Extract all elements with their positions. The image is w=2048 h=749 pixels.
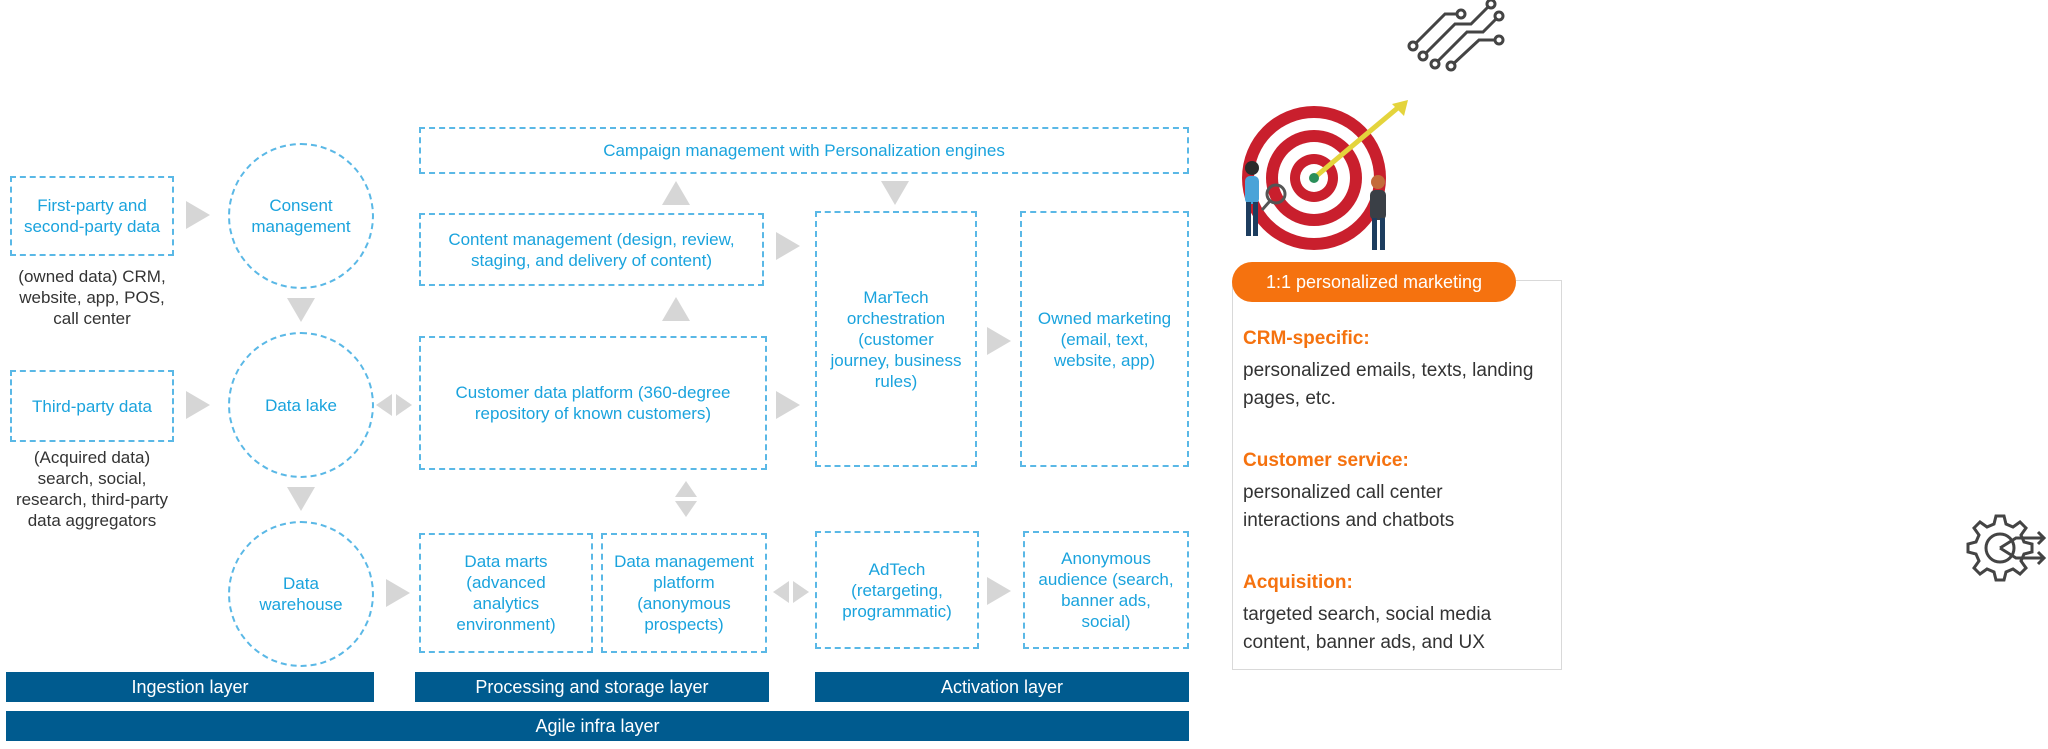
data-management-platform-box: Data management platform (anonymous pros…	[601, 533, 767, 653]
first-party-data-box: First-party and second-party data	[10, 176, 174, 256]
target-illustration	[1242, 100, 1408, 250]
ingestion-layer-bar: Ingestion layer	[6, 672, 374, 702]
adtech-box: AdTech (retargeting, programmatic)	[815, 531, 979, 649]
data-marts-box: Data marts (advanced analytics environme…	[419, 533, 593, 653]
owned-marketing-box: Owned marketing (email, text, website, a…	[1020, 211, 1189, 467]
arrow-cdp-to-content	[662, 297, 690, 321]
agile-infra-layer-bar: Agile infra layer	[6, 711, 1189, 741]
arrow-lake-cdp-right	[396, 394, 412, 416]
personalized-marketing-panel	[1232, 280, 1562, 670]
gear-exit-icon	[1966, 514, 2047, 582]
activation-layer-bar: Activation layer	[815, 672, 1189, 702]
arrow-martech-to-owned	[987, 327, 1011, 355]
arrow-adtech-to-anonymous	[987, 577, 1011, 605]
campaign-management-box: Campaign management with Personalization…	[419, 127, 1189, 174]
crm-specific-heading: CRM-specific:	[1243, 328, 1370, 349]
arrow-first-party-to-consent	[186, 201, 210, 229]
personalized-marketing-pill: 1:1 personalized marketing	[1232, 262, 1516, 302]
arrow-content-to-campaign	[662, 181, 690, 205]
consent-management-circle: Consent management	[228, 143, 374, 289]
acquisition-text: targeted search, social media content, b…	[1243, 604, 1492, 653]
customer-service-text: personalized call center interactions an…	[1243, 482, 1455, 531]
processing-layer-bar: Processing and storage layer	[415, 672, 769, 702]
martech-orchestration-box: MarTech orchestration (customer journey,…	[815, 211, 977, 467]
acquisition-heading: Acquisition:	[1243, 572, 1353, 593]
customer-data-platform-box: Customer data platform (360-degree repos…	[419, 336, 767, 470]
data-warehouse-circle: Data warehouse	[228, 521, 374, 667]
arrow-cdp-to-martech	[776, 391, 800, 419]
crm-specific-text: personalized emails, texts, landing page…	[1243, 360, 1534, 409]
arrow-content-to-martech	[776, 232, 800, 260]
arrow-dmp-adtech-left	[773, 581, 789, 603]
arrow-dmp-cdp-down	[675, 501, 697, 517]
arrow-warehouse-to-marts	[386, 579, 410, 607]
content-management-box: Content management (design, review, stag…	[419, 213, 764, 286]
data-lake-circle: Data lake	[228, 332, 374, 478]
third-party-note: (Acquired data) search, social, research…	[15, 448, 169, 530]
arrow-consent-to-lake	[287, 298, 315, 322]
arrow-lake-to-warehouse	[287, 487, 315, 511]
arrow-dmp-adtech-right	[793, 581, 809, 603]
circuit-icon	[1407, 0, 1505, 72]
third-party-data-box: Third-party data	[10, 370, 174, 442]
customer-service-heading: Customer service:	[1243, 450, 1409, 471]
arrow-campaign-to-martech	[881, 181, 909, 205]
arrow-dmp-cdp-up	[675, 481, 697, 497]
first-party-note: (owned data) CRM, website, app, POS, cal…	[18, 267, 166, 328]
anonymous-audience-box: Anonymous audience (search, banner ads, …	[1023, 531, 1189, 649]
arrow-third-party-to-lake	[186, 391, 210, 419]
arrow-lake-cdp-left	[376, 394, 392, 416]
